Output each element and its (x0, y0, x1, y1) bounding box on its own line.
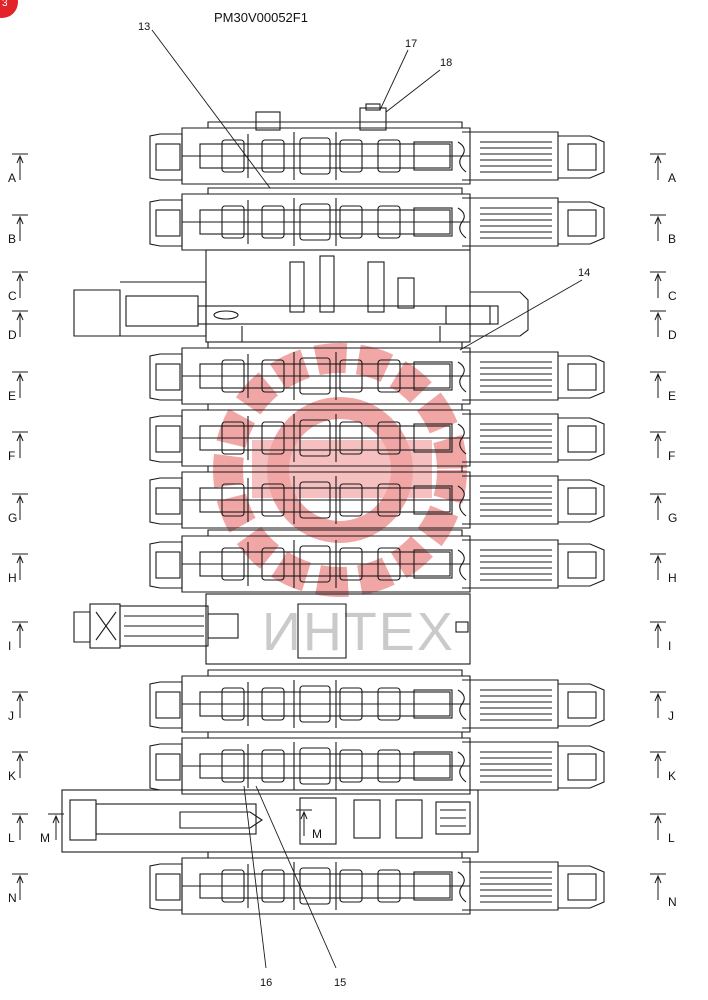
section-left-j: J (8, 709, 14, 723)
section-arrow-right-d (650, 310, 666, 337)
section-arrow-right-f (650, 431, 666, 458)
valve-section-j (149, 669, 605, 733)
section-left-i: I (8, 639, 11, 653)
leader-lines (151, 29, 583, 969)
part-label-14: 14 (578, 267, 590, 279)
section-left-l: L (8, 831, 15, 845)
section-left-n: N (8, 891, 17, 905)
valve-section-l (61, 789, 479, 853)
section-arrow-left-b (12, 214, 28, 241)
section-right-d: D (668, 328, 677, 342)
section-right-g: G (668, 511, 677, 525)
section-arrow-right-b (650, 214, 666, 241)
valve-section-b (149, 187, 605, 251)
section-left-f: F (8, 449, 15, 463)
section-left-g: G (8, 511, 17, 525)
section-arrow-left-g (12, 493, 28, 520)
section-left-e: E (8, 389, 16, 403)
section-arrow-left-c (12, 271, 28, 298)
section-arrow-right-l (650, 813, 666, 840)
section-arrow-right-c (650, 271, 666, 298)
section-right-l: L (668, 831, 675, 845)
section-right-f: F (668, 449, 675, 463)
section-arrow-right-a (650, 153, 666, 180)
section-arrow-left-d (12, 310, 28, 337)
section-left-k: K (8, 769, 16, 783)
corner-badge (0, 0, 18, 18)
top-plugs (255, 103, 387, 131)
section-inner-m: M (312, 827, 322, 841)
section-left-c: C (8, 289, 17, 303)
section-left-m: M (40, 831, 50, 845)
section-arrow-left-h (12, 553, 28, 580)
section-arrow-right-i (650, 621, 666, 648)
section-arrow-right-g (650, 493, 666, 520)
part-label-16: 16 (260, 977, 272, 989)
watermark-text: ИНТЕХ (262, 602, 455, 662)
section-arrow-left-i (12, 621, 28, 648)
section-right-a: A (668, 171, 676, 185)
section-right-b: B (668, 232, 676, 246)
valve-section-k (149, 731, 605, 795)
gear-logo-watermark (213, 343, 467, 597)
section-left-a: A (8, 171, 16, 185)
valve-section-n (149, 851, 605, 915)
section-arrow-left-k (12, 751, 28, 778)
section-arrow-right-n (650, 873, 666, 900)
part-label-13: 13 (138, 21, 150, 33)
drawing-id: PM30V00052F1 (214, 10, 308, 25)
valve-section-cd (73, 249, 529, 343)
section-arrow-right-k (650, 751, 666, 778)
part-label-15: 15 (334, 977, 346, 989)
section-arrow-left-a (12, 153, 28, 180)
section-right-c: C (668, 289, 677, 303)
section-arrow-left-n (12, 873, 28, 900)
section-left-d: D (8, 328, 17, 342)
valve-section-a (149, 121, 605, 185)
section-right-n: N (668, 895, 677, 909)
section-arrow-right-h (650, 553, 666, 580)
section-left-h: H (8, 571, 17, 585)
part-label-17: 17 (405, 38, 417, 50)
section-arrow-left-j (12, 691, 28, 718)
section-markers (12, 153, 666, 900)
section-arrow-left-l (12, 813, 28, 840)
section-right-e: E (668, 389, 676, 403)
section-arrow-left-e (12, 371, 28, 398)
section-left-b: B (8, 232, 16, 246)
section-arrow-left-m (48, 813, 64, 840)
section-arrow-right-j (650, 691, 666, 718)
part-label-18: 18 (440, 57, 452, 69)
section-right-i: I (668, 639, 671, 653)
section-right-h: H (668, 571, 677, 585)
section-arrow-right-e (650, 371, 666, 398)
valve-section-i (73, 593, 471, 665)
corner-badge-text: 3 (2, 0, 8, 9)
section-arrow-inner-m (296, 809, 312, 836)
section-arrow-left-f (12, 431, 28, 458)
section-right-k: K (668, 769, 676, 783)
section-right-j: J (668, 709, 674, 723)
